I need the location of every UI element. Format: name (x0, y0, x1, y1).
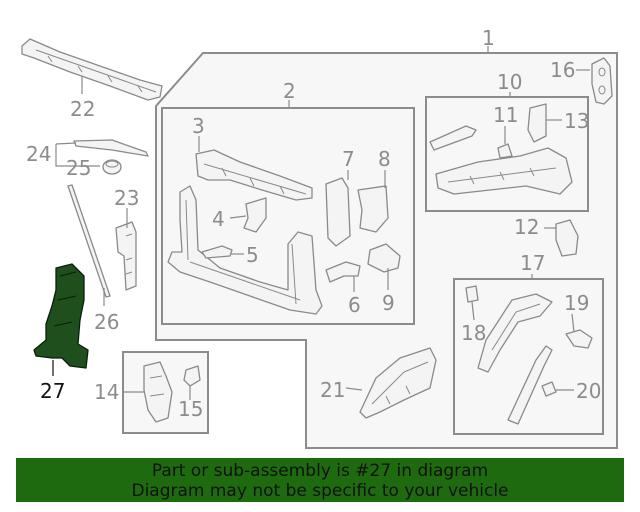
leader-lines (52, 46, 590, 400)
part-15-clip (183, 365, 201, 387)
callout-4: 4 (212, 207, 225, 231)
callout-20: 20 (576, 379, 601, 403)
part-4-bracket (243, 197, 267, 233)
callout-25: 25 (66, 156, 91, 180)
part-17-apron (477, 293, 553, 373)
part-radiator-support (167, 185, 323, 315)
info-banner: Part or sub-assembly is #27 in diagram D… (16, 458, 624, 502)
callout-3: 3 (192, 114, 205, 138)
callout-17: 17 (520, 251, 545, 275)
callout-9: 9 (382, 291, 395, 315)
part-21-apron (359, 347, 437, 419)
part-20-clip (541, 381, 557, 397)
callout-15: 15 (178, 397, 203, 421)
part-8-bracket (357, 185, 389, 233)
part-6-bracket (325, 261, 361, 283)
callout-6: 6 (348, 293, 361, 317)
part-18-clip (465, 285, 479, 303)
part-12-bracket (555, 219, 579, 257)
part-11-clip (497, 143, 513, 159)
part-22-crossbar (21, 38, 163, 101)
callout-21: 21 (320, 378, 345, 402)
part-3-upper-tiebar (195, 149, 313, 201)
part-10-rail (435, 147, 573, 195)
callout-2: 2 (283, 79, 296, 103)
callout-7: 7 (342, 147, 355, 171)
callout-numbers: 1 2 3 4 5 6 7 8 9 10 11 12 13 14 15 16 1… (26, 26, 601, 421)
part-23-bracket (115, 221, 137, 291)
part-5-bracket (201, 245, 233, 259)
part-25-clip (102, 159, 122, 175)
callout-5: 5 (246, 243, 259, 267)
part-26-rod (67, 184, 111, 298)
part-27-bracket (33, 263, 89, 369)
callout-18: 18 (461, 321, 486, 345)
part-16-bracket (591, 57, 613, 105)
callout-16: 16 (550, 58, 575, 82)
callout-26: 26 (94, 310, 119, 334)
callout-24: 24 (26, 142, 51, 166)
banner-line-2: Diagram may not be specific to your vehi… (131, 481, 509, 501)
part-9-bracket (367, 243, 401, 273)
part-14-bracket (143, 361, 173, 423)
callout-27: 27 (40, 379, 65, 403)
callout-22: 22 (70, 97, 95, 121)
callout-23: 23 (114, 186, 139, 210)
callout-10: 10 (497, 70, 522, 94)
part-10-rail-upper (429, 125, 477, 151)
part-7-bracket (325, 177, 351, 247)
callout-1: 1 (482, 26, 495, 50)
banner-line-1: Part or sub-assembly is #27 in diagram (151, 461, 489, 481)
part-19-clip (565, 329, 593, 349)
part-17-rail-lower (507, 345, 553, 425)
callout-14: 14 (94, 380, 119, 404)
callout-19: 19 (564, 291, 589, 315)
part-13-bracket (527, 103, 547, 143)
part-24-bar (73, 139, 149, 157)
callout-11: 11 (493, 103, 518, 127)
callout-8: 8 (378, 147, 391, 171)
callout-13: 13 (564, 109, 589, 133)
callout-12: 12 (514, 215, 539, 239)
